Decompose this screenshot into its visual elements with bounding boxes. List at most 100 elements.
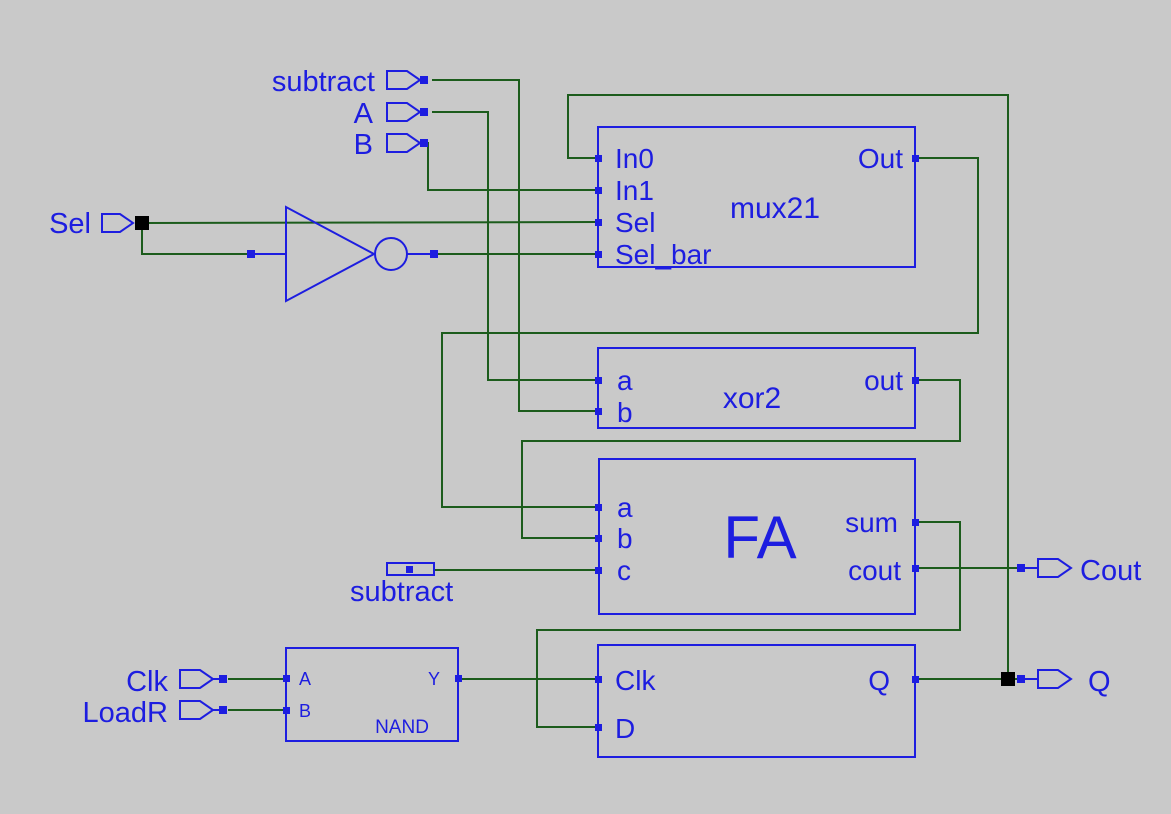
inverter-triangle[interactable] [285, 205, 377, 303]
pin-square-mux-selbar [595, 251, 602, 258]
junction-sel [135, 216, 149, 230]
port-q[interactable]: Q [1025, 666, 1111, 698]
net-label-subtract[interactable]: subtract [350, 562, 453, 608]
pin-square-clk [219, 675, 227, 683]
pin-square-b [420, 139, 428, 147]
wire-q-feedback-to-mux-in0[interactable] [567, 94, 1009, 679]
port-clk-label: Clk [126, 666, 168, 698]
port-subtract-label: subtract [272, 66, 375, 98]
port-cout-label: Cout [1080, 555, 1141, 587]
junction-q-feedback [1001, 672, 1015, 686]
port-clk[interactable]: Clk [126, 666, 220, 698]
pin-square-inverter-out [430, 250, 438, 258]
fa-pin-b-label: b [617, 523, 633, 554]
mux21-pin-in1-label: In1 [615, 175, 654, 206]
pin-square-fa-b [595, 535, 602, 542]
port-loadr-symbol[interactable] [179, 700, 215, 720]
fa-pin-a-label: a [617, 492, 633, 523]
pin-square-subtract [420, 76, 428, 84]
pin-square-xor2-a [595, 377, 602, 384]
pin-square-nand-a [283, 675, 290, 682]
dff-body[interactable] [597, 644, 916, 758]
xor2-name-label: xor2 [723, 382, 781, 415]
pin-square-mux-out [912, 155, 919, 162]
wire-fa-sum-to-dff-d[interactable] [536, 521, 961, 728]
net-label-pin-square [406, 566, 413, 573]
pin-square-a [420, 108, 428, 116]
pin-square-loadr [219, 706, 227, 714]
port-a[interactable]: A [354, 98, 422, 130]
pin-square-mux-in0 [595, 155, 602, 162]
dff-pin-q-label: Q [868, 665, 890, 696]
port-b[interactable]: B [354, 129, 422, 161]
fa-pin-c-label: c [617, 555, 631, 586]
port-a-label: A [354, 98, 374, 130]
dff-pin-d-label: D [615, 713, 635, 744]
port-loadr-label: LoadR [83, 697, 168, 729]
pin-square-xor2-out [912, 377, 919, 384]
wire-xor2-out-to-fa-b[interactable] [521, 379, 961, 539]
block-xor2[interactable]: a b out xor2 [597, 347, 916, 429]
net-label-text: subtract [350, 576, 453, 608]
port-a-symbol[interactable] [386, 102, 422, 122]
port-b-label: B [354, 129, 373, 161]
nand-pin-b-label: B [299, 701, 311, 721]
port-cout[interactable]: Cout [1025, 555, 1141, 587]
mux21-name-label: mux21 [730, 192, 820, 225]
nand-body[interactable] [285, 647, 459, 742]
xor2-pin-a-label: a [617, 365, 633, 396]
fa-pin-sum-label: sum [845, 507, 898, 538]
dff-pin-clk-label: Clk [615, 665, 656, 696]
wire-sel-to-mux-sel[interactable] [145, 221, 599, 224]
pin-square-mux-sel [595, 219, 602, 226]
block-mux21[interactable]: In0 In1 Sel Sel_bar Out mux21 [597, 126, 916, 270]
port-subtract[interactable]: subtract [272, 66, 422, 98]
wire-subtract-to-xor2-b[interactable] [432, 79, 598, 412]
pin-square-mux-in1 [595, 187, 602, 194]
pin-square-fa-c [595, 567, 602, 574]
fa-name-label: FA [723, 504, 796, 571]
nand-pin-a-label: A [299, 669, 311, 689]
block-nand[interactable]: A B Y NAND [285, 647, 459, 742]
nand-name-label: NAND [375, 717, 429, 738]
port-loadr[interactable]: LoadR [83, 697, 220, 729]
pin-square-cout-port [1017, 564, 1025, 572]
block-fa[interactable]: a b c sum cout FA [598, 458, 916, 615]
port-sel[interactable]: Sel [49, 208, 135, 240]
wire-mux-out-to-fa-a[interactable] [441, 157, 979, 508]
pin-square-nand-y [455, 675, 462, 682]
pin-square-dff-d [595, 724, 602, 731]
pin-square-fa-sum [912, 519, 919, 526]
xor2-pin-out-label: out [864, 365, 903, 396]
port-clk-symbol[interactable] [179, 669, 215, 689]
mux21-pin-in0-label: In0 [615, 143, 654, 174]
port-b-symbol[interactable] [386, 133, 422, 153]
pin-square-fa-cout [912, 565, 919, 572]
nand-pin-y-label: Y [428, 669, 440, 689]
block-dff[interactable]: Clk D Q [597, 644, 916, 758]
port-subtract-symbol[interactable] [386, 70, 422, 90]
net-label-box[interactable] [386, 562, 435, 576]
mux21-pin-selbar-label: Sel_bar [615, 239, 712, 270]
pin-square-inverter-in [247, 250, 255, 258]
port-sel-symbol[interactable] [101, 213, 135, 233]
pin-square-dff-clk [595, 676, 602, 683]
pin-square-dff-q [912, 676, 919, 683]
xor2-body[interactable] [597, 347, 916, 429]
mux21-pin-sel-label: Sel [615, 207, 655, 238]
pin-square-xor2-b [595, 408, 602, 415]
pin-square-nand-b [283, 707, 290, 714]
mux21-body[interactable] [597, 126, 916, 268]
pin-square-fa-a [595, 504, 602, 511]
xor2-pin-b-label: b [617, 397, 633, 428]
port-q-symbol[interactable] [1037, 669, 1073, 689]
port-cout-symbol[interactable] [1037, 558, 1073, 578]
wire-a-to-xor2-a[interactable] [432, 111, 598, 381]
port-q-label: Q [1088, 666, 1111, 698]
wire-sel-to-inverter-input[interactable] [141, 229, 250, 255]
inverter-gate[interactable] [254, 205, 432, 303]
pin-square-q-port [1017, 675, 1025, 683]
